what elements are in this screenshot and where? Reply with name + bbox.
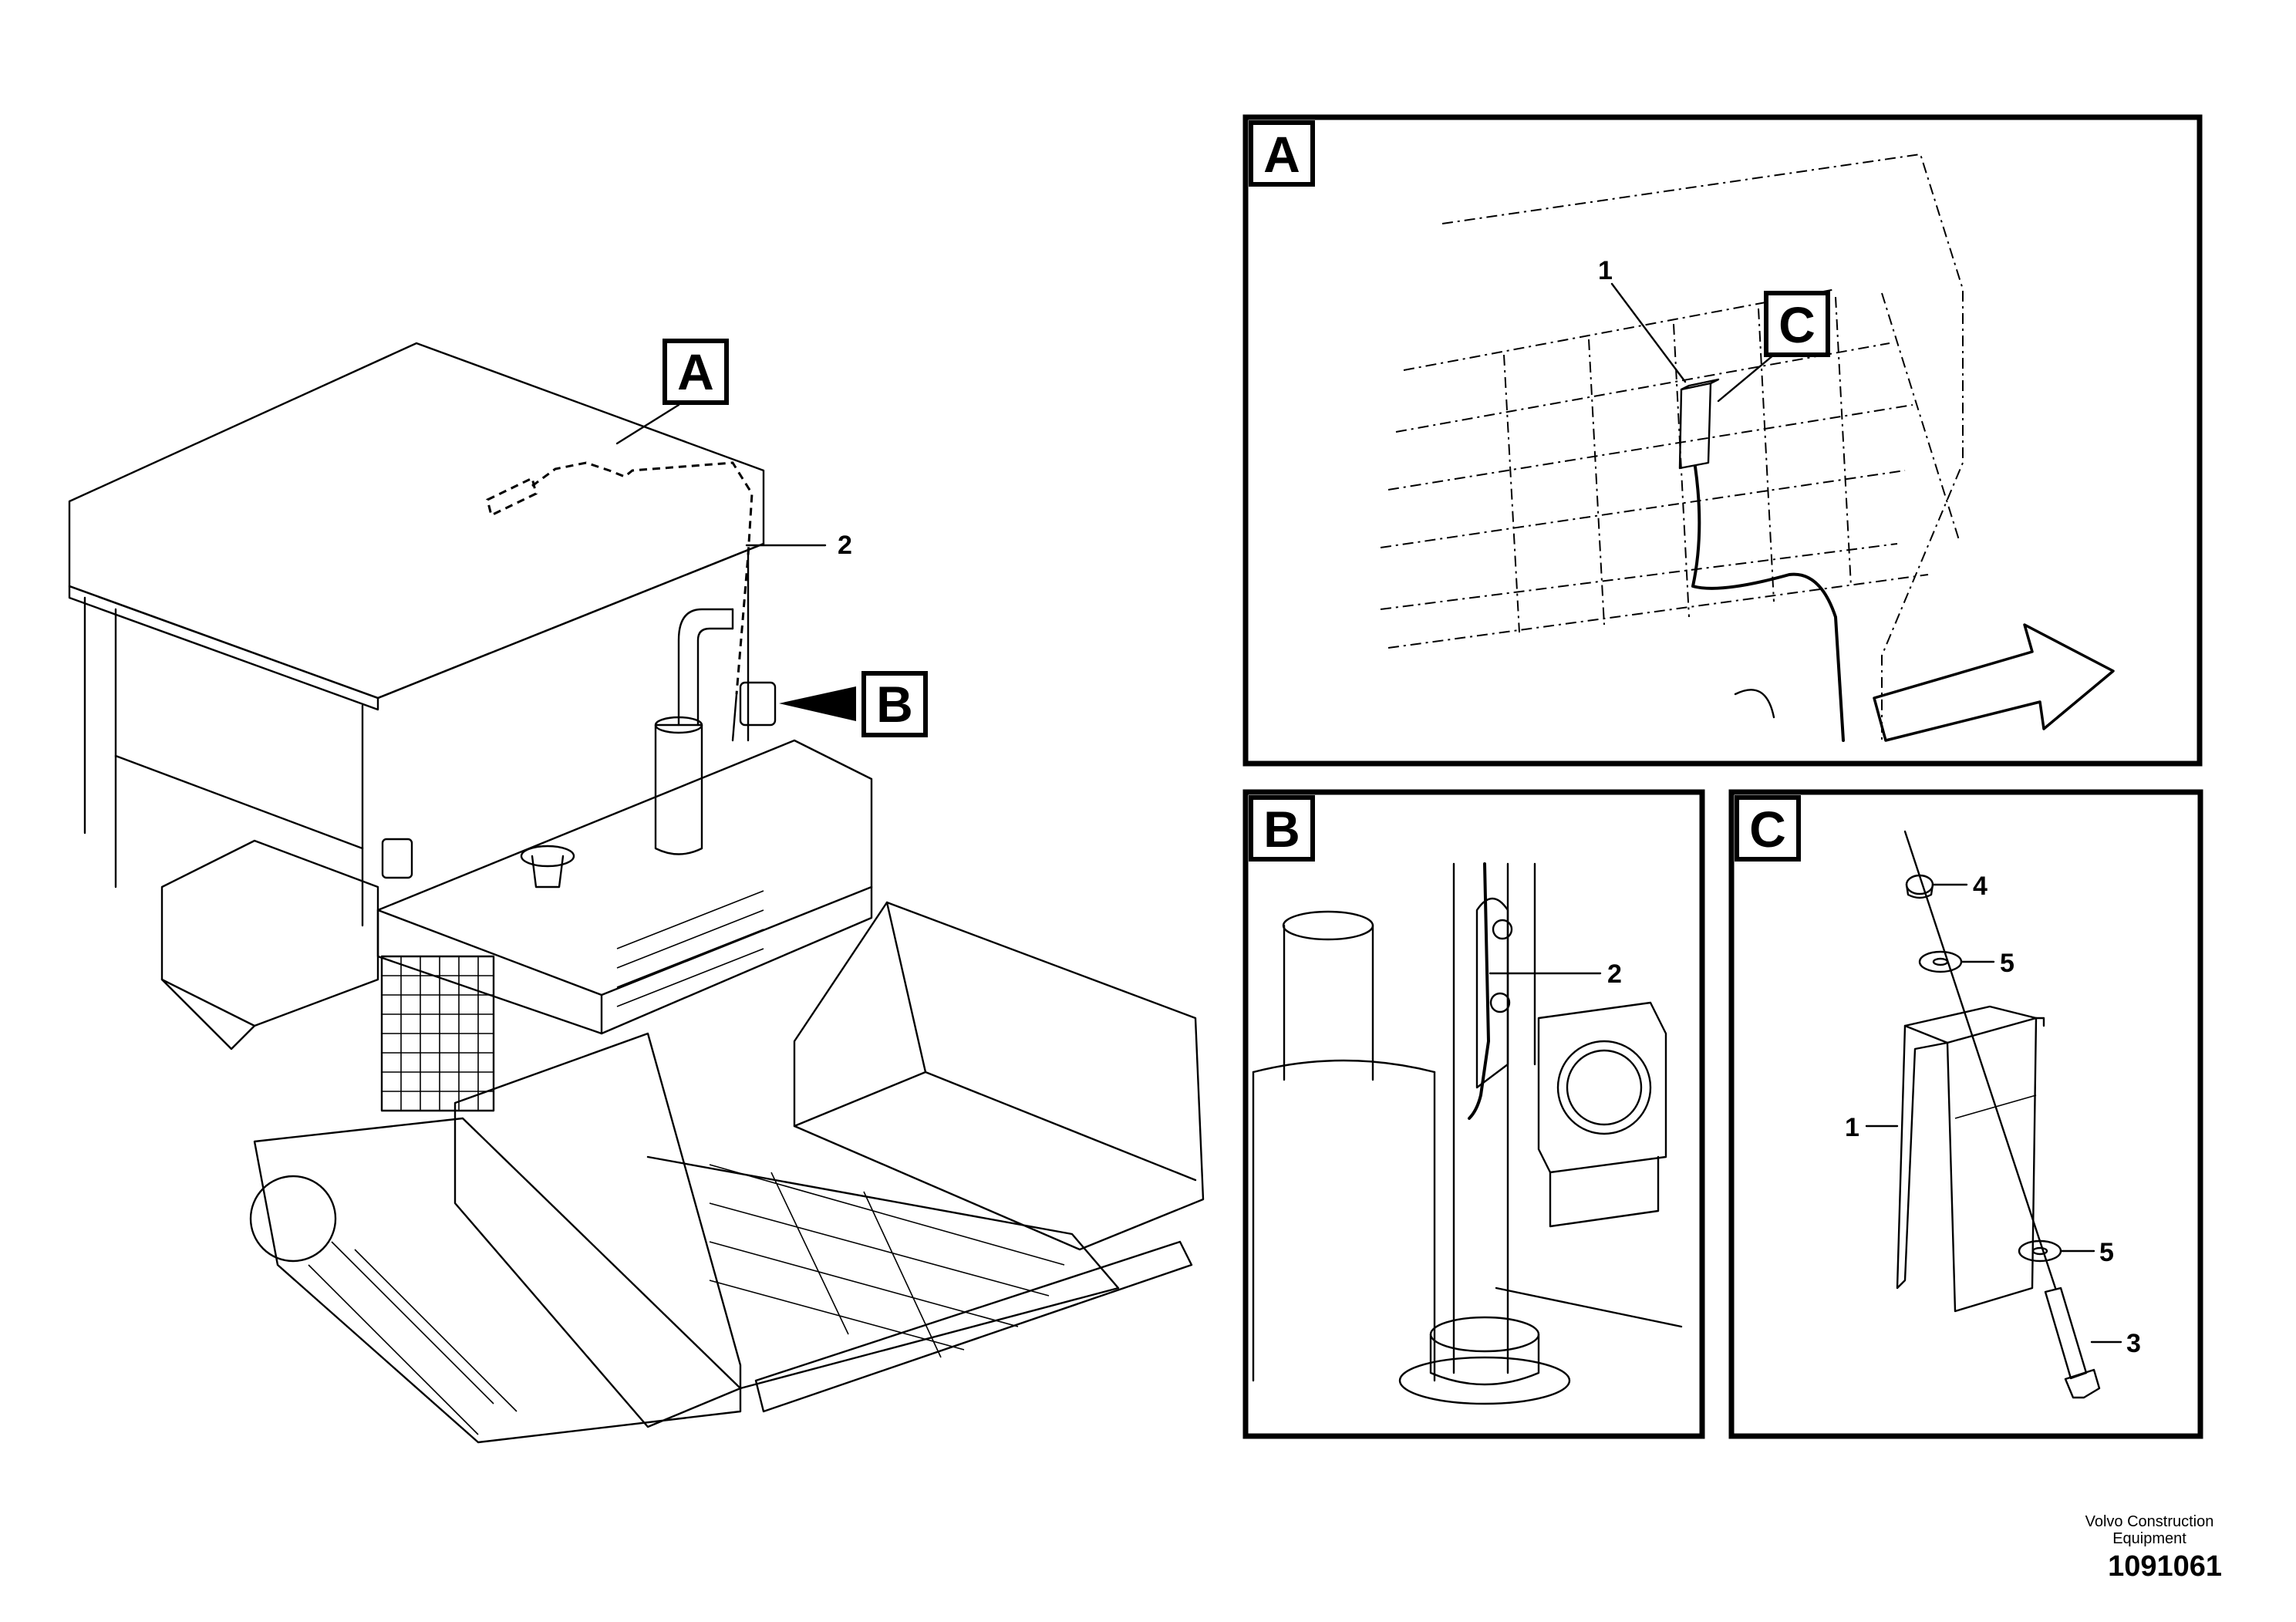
panel-C-callout-1: 1	[1845, 1113, 1859, 1142]
main-callout-2: 2	[838, 531, 852, 560]
panel-B	[1242, 789, 1705, 1439]
drawing-number: 1091061	[2108, 1550, 2222, 1583]
brand-line-2: Equipment	[2112, 1530, 2186, 1547]
panel-B-label: B	[1249, 795, 1315, 862]
panel-B-callout-2: 2	[1607, 959, 1622, 989]
brand-label: Volvo Construction Equipment	[2065, 1513, 2234, 1547]
svg-text:B: B	[876, 676, 913, 733]
panel-C-callout-5-bottom: 5	[2099, 1238, 2114, 1267]
paver-illustration	[68, 342, 1205, 1444]
panel-A	[1242, 114, 2203, 767]
panel-C-callout-5-top: 5	[2000, 949, 2014, 978]
main-label-B: B	[861, 671, 928, 737]
panel-C-label: C	[1735, 795, 1801, 862]
svg-text:B: B	[1263, 801, 1300, 858]
brand-line-1: Volvo Construction	[2085, 1513, 2214, 1530]
panel-C	[1728, 789, 2203, 1439]
panel-C-callout-3: 3	[2126, 1329, 2141, 1358]
panel-C-callout-4: 4	[1973, 872, 1988, 901]
panel-A-callout-1: 1	[1598, 256, 1613, 285]
panel-A-label: A	[1249, 120, 1315, 187]
svg-text:A: A	[1263, 126, 1300, 183]
svg-text:C: C	[1749, 801, 1786, 858]
svg-text:A: A	[677, 343, 714, 400]
svg-text:C: C	[1778, 296, 1816, 353]
main-label-A: A	[663, 339, 729, 405]
panel-A-detail-label-C: C	[1764, 291, 1830, 357]
